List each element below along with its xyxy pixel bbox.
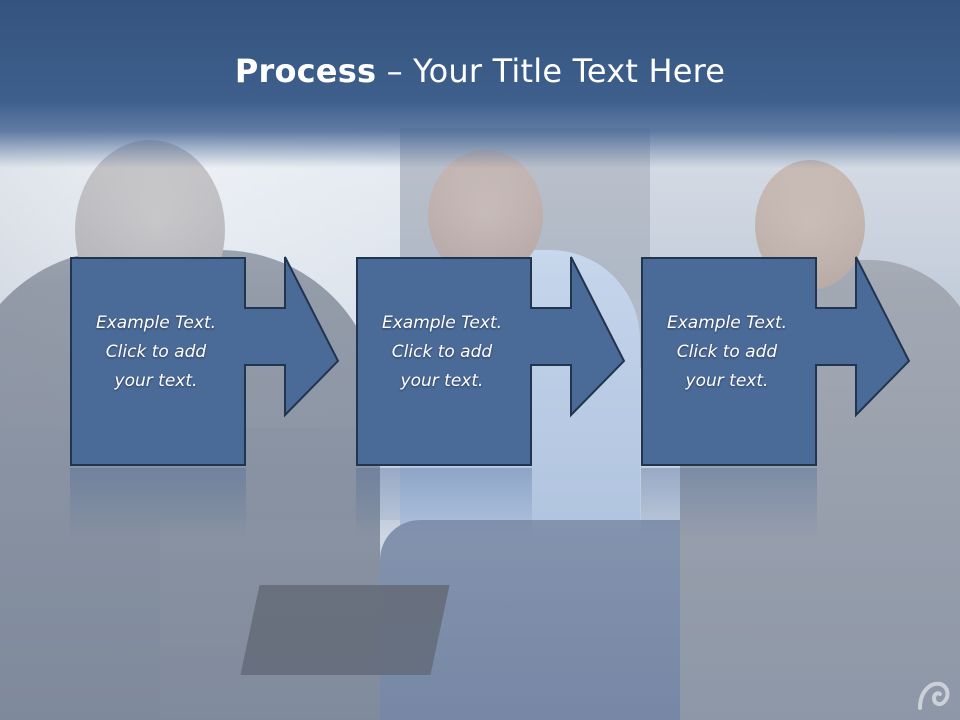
step-text[interactable]: Example Text. Click to add your text. (356, 309, 528, 396)
step-line: your text. (400, 371, 484, 391)
logo-watermark-icon (918, 681, 950, 710)
step-line: Example Text. (381, 313, 503, 333)
title-bold: Process (234, 52, 377, 90)
step-line: your text. (114, 371, 198, 391)
step-line: Click to add (391, 342, 493, 362)
step-reflection (641, 468, 817, 538)
step-line: Example Text. (666, 313, 788, 333)
process-step-3[interactable]: Example Text. Click to add your text. (641, 256, 960, 467)
step-line: your text. (685, 371, 769, 391)
slide-title[interactable]: Process – Your Title Text Here (0, 52, 960, 90)
process-step-1[interactable]: Example Text. Click to add your text. (70, 256, 410, 467)
arrow-box-shape (641, 256, 911, 466)
step-text[interactable]: Example Text. Click to add your text. (641, 309, 813, 396)
step-line: Example Text. (95, 313, 217, 333)
process-step-2[interactable]: Example Text. Click to add your text. (356, 256, 696, 467)
title-rest: – Your Title Text Here (376, 52, 726, 90)
step-line: Click to add (676, 342, 778, 362)
step-text[interactable]: Example Text. Click to add your text. (70, 309, 242, 396)
step-line: Click to add (105, 342, 207, 362)
title-bar (0, 0, 960, 168)
arrow-box-shape (70, 256, 340, 466)
arrow-box-shape (356, 256, 626, 466)
step-reflection (70, 468, 246, 538)
step-reflection (356, 468, 532, 538)
